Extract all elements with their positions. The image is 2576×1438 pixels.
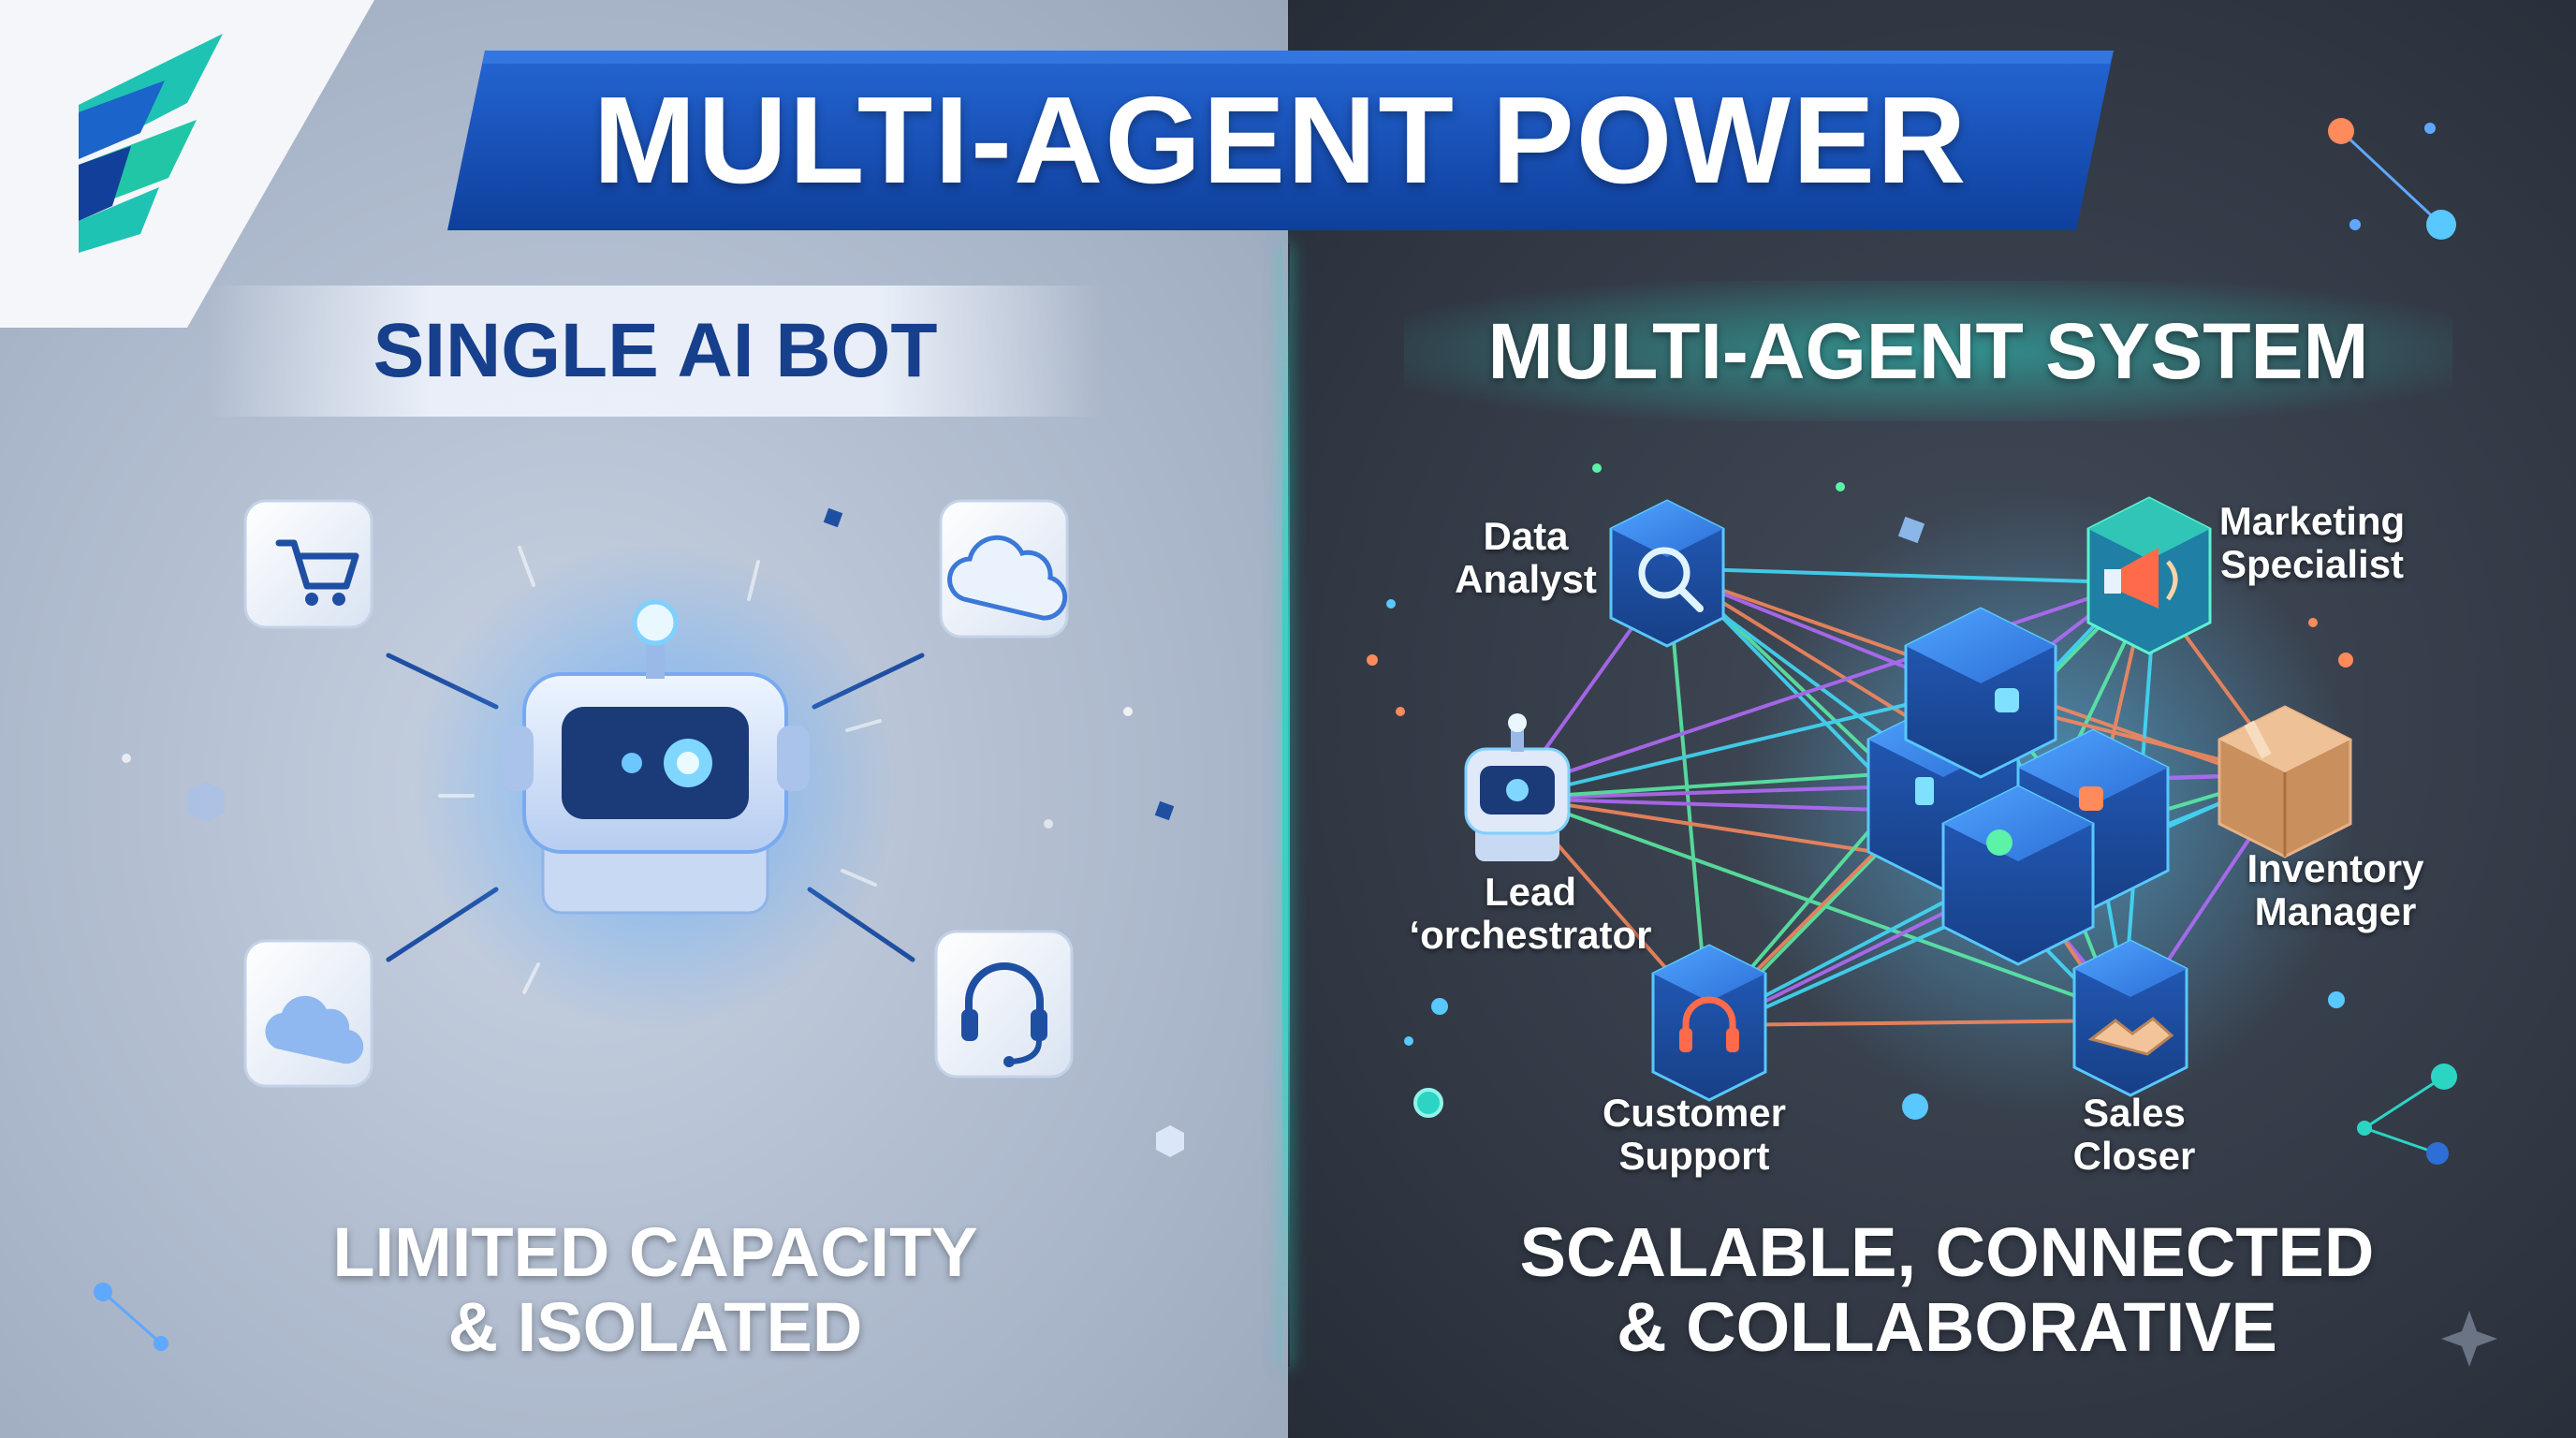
- network-link: [1665, 566, 2151, 585]
- glow-rays: [438, 546, 882, 994]
- single-bot-caption: LIMITED CAPACITY& ISOLATED: [332, 1213, 978, 1366]
- megaphone-icon: [2086, 496, 2212, 655]
- package-box-icon: [2217, 705, 2352, 858]
- left-heading-strip: [206, 286, 1105, 417]
- network-link: [1715, 1019, 2125, 1027]
- multi-agent-heading: MULTI-AGENT SYSTEM: [1487, 307, 2369, 395]
- central-cube-cluster: [1866, 607, 2170, 966]
- network-link: [1508, 574, 2159, 793]
- headset-icon: [934, 930, 1074, 1078]
- decorative-particles: [1367, 118, 2497, 1367]
- decorative-particles: [94, 507, 1184, 1351]
- handshake-icon: [2072, 939, 2188, 1097]
- single-bot-diagram: [94, 499, 1184, 1351]
- cloud-icon: [243, 939, 373, 1088]
- title-banner: [447, 51, 2114, 230]
- multi-agent-caption: SCALABLE, CONNECTED& COLLABORATIVE: [1519, 1213, 2375, 1366]
- robot-icon: [501, 599, 810, 915]
- headset-icon: [1651, 944, 1767, 1102]
- shopping-cart-icon: [243, 499, 373, 629]
- agent-label-lead-orchestrator: Lead‘orchestrator: [1409, 870, 1652, 957]
- robot-icon: [1464, 713, 1571, 861]
- panel-divider: [1282, 243, 1290, 1367]
- right-heading-glow: [1404, 281, 2452, 421]
- multi-agent-network-diagram: [1367, 118, 2497, 1367]
- cloud-icon: [939, 499, 1069, 638]
- magnifier-icon: [1609, 499, 1725, 648]
- single-bot-heading: SINGLE AI BOT: [373, 308, 938, 393]
- page-title: MULTI-AGENT POWER: [593, 71, 1969, 209]
- brand-logo-icon: [0, 0, 374, 328]
